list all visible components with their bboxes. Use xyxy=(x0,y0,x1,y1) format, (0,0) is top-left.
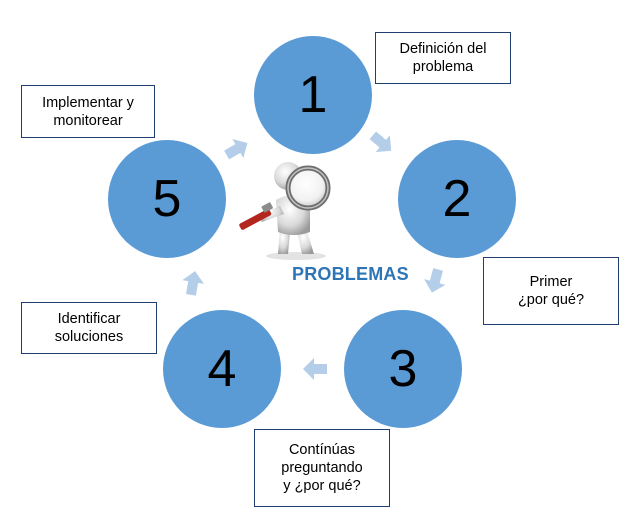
step-5-number: 5 xyxy=(152,170,182,228)
step-2-label-line-1: Primer xyxy=(529,274,573,290)
step-3-label-line-2: preguntando xyxy=(281,460,363,476)
step-3-label-box: Contínúas preguntando y ¿por qué? xyxy=(254,429,390,507)
step-2-label-box: Primer ¿por qué? xyxy=(483,257,619,325)
arrow-1-to-2-icon xyxy=(369,131,392,153)
step-1-number: 1 xyxy=(298,66,328,124)
step-5-circle: 5 xyxy=(108,140,226,258)
step-4-label-box: Identificar soluciones xyxy=(21,302,157,354)
center-title: PROBLEMAS xyxy=(292,264,409,284)
step-4-label-line-2: soluciones xyxy=(54,329,124,345)
step-3-label-line-3: y ¿por qué? xyxy=(283,478,361,494)
magnifying-glass-figure-icon xyxy=(239,162,331,260)
step-3-number: 3 xyxy=(388,340,418,398)
step-5-label-line-1: Implementar y xyxy=(42,94,134,111)
step-4-label-line-1: Identificar xyxy=(57,311,121,327)
arrow-2-to-3-icon xyxy=(424,268,446,293)
arrow-4-to-5-icon xyxy=(182,271,205,296)
step-5-label-box: Implementar y monitorear xyxy=(21,85,155,138)
step-4-circle: 4 xyxy=(163,310,281,428)
arrow-3-to-4-icon xyxy=(303,358,327,380)
step-2-circle: 2 xyxy=(398,140,516,258)
step-3-circle: 3 xyxy=(344,310,462,428)
step-1-circle: 1 xyxy=(254,36,372,154)
step-2-number: 2 xyxy=(442,170,472,228)
step-4-number: 4 xyxy=(207,340,237,398)
step-2-label-line-2: ¿por qué? xyxy=(517,292,585,308)
step-3-label-line-1: Contínúas xyxy=(288,442,356,458)
arrow-5-to-1-icon xyxy=(224,138,248,160)
step-1-label-box: Definición del problema xyxy=(375,32,511,84)
step-1-label-line-2: problema xyxy=(412,59,474,75)
step-1-label-line-1: Definición del xyxy=(399,41,487,57)
step-5-label-line-2: monitorear xyxy=(53,112,123,129)
